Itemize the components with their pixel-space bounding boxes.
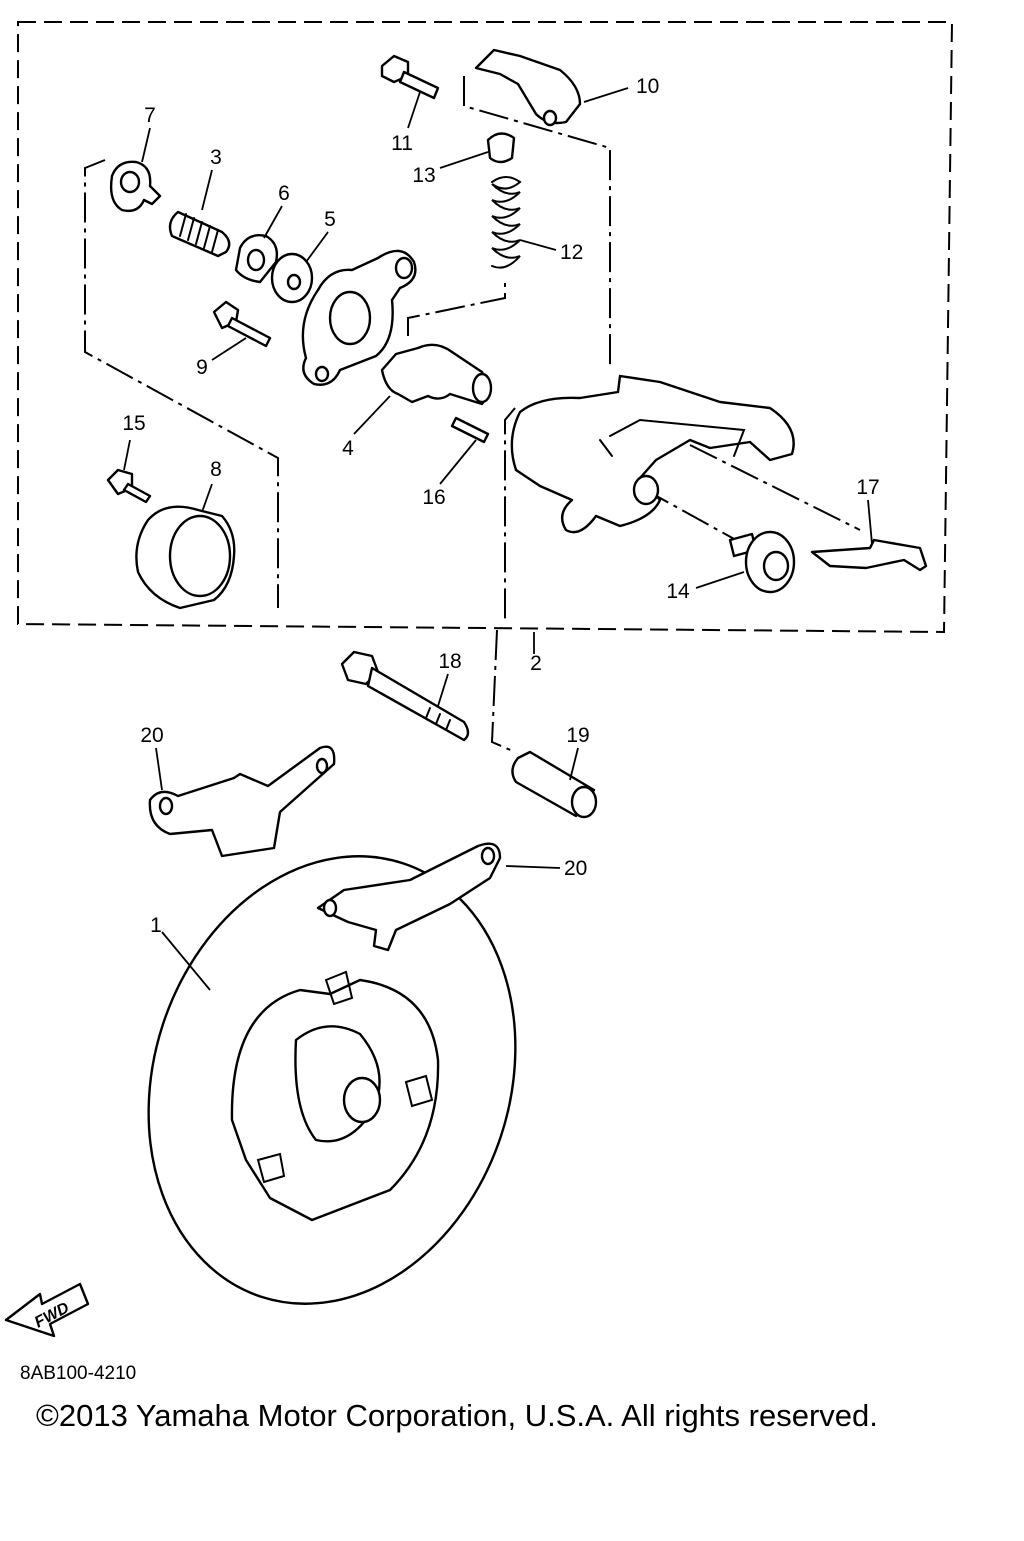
fwd-arrow-icon: FWD (4, 1282, 90, 1338)
callout-8: 8 (210, 458, 222, 481)
callout-13: 13 (412, 164, 435, 187)
brake-disc-assembly (147, 842, 517, 1305)
part-20-brake-pad-upper (148, 745, 336, 858)
callout-14: 14 (666, 580, 690, 603)
part-18-bolt (340, 650, 470, 742)
part-11-bolt (380, 54, 440, 100)
callout-11: 11 (391, 132, 413, 155)
callout-1: 1 (150, 914, 162, 937)
callout-3: 3 (210, 146, 222, 169)
part-8-piston (135, 505, 236, 610)
part-19-sleeve (511, 750, 598, 819)
callout-10: 10 (636, 75, 659, 98)
leader-lines (123, 87, 873, 991)
callout-18: 18 (438, 650, 461, 673)
copyright-notice: ©2013 Yamaha Motor Corporation, U.S.A. A… (36, 1398, 878, 1433)
callout-4: 4 (342, 437, 354, 460)
part-4-shaft (380, 343, 493, 406)
part-17-clip (810, 538, 928, 572)
part-10-bracket (474, 48, 582, 127)
callout-2: 2 (530, 652, 542, 675)
part-16-pin (450, 416, 490, 444)
part-12-spring (491, 176, 522, 269)
part-13-cap (486, 132, 516, 164)
part-5-washer (270, 252, 314, 304)
part-5-housing (301, 249, 417, 386)
callout-5: 5 (324, 208, 336, 231)
callout-15: 15 (122, 412, 145, 435)
callout-labels: 7 3 6 5 9 4 16 15 8 10 11 13 12 14 17 2 … (122, 75, 879, 937)
callout-7: 7 (144, 104, 156, 127)
callout-20-disc: 20 (564, 857, 587, 880)
piston-group-guide (84, 159, 279, 608)
callout-16: 16 (422, 486, 445, 509)
part-3-adjuster-screw (168, 210, 231, 258)
callout-9: 9 (196, 356, 208, 379)
callout-20-pad: 20 (140, 724, 163, 747)
part-7-adjuster (109, 160, 162, 213)
part-14-pin (728, 530, 796, 594)
callout-12: 12 (560, 241, 583, 264)
caliper-body (510, 374, 795, 534)
part-6-plate (234, 234, 279, 284)
callout-6: 6 (278, 182, 290, 205)
diagram-code: 8AB100-4210 (20, 1363, 137, 1384)
callout-19: 19 (566, 724, 589, 747)
callout-17: 17 (856, 476, 879, 499)
part-9-bolt (212, 300, 272, 348)
caliper-assembly-boundary (17, 21, 954, 634)
part-15-bolt (106, 468, 152, 504)
